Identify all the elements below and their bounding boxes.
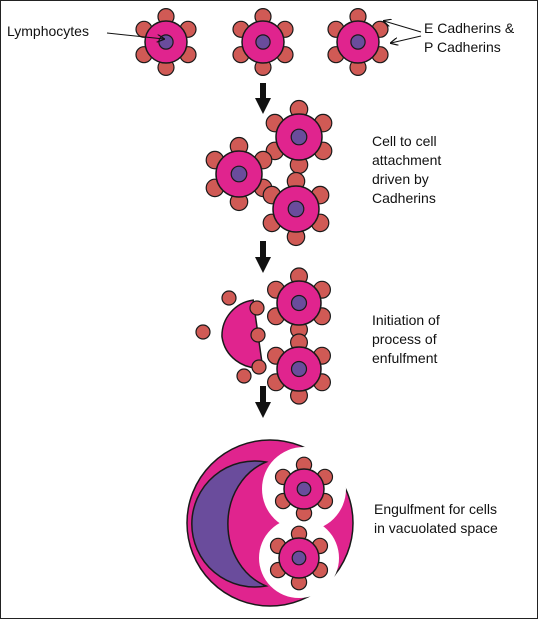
stage-4-engulfment bbox=[186, 439, 354, 607]
stage-2-attachment bbox=[205, 99, 333, 247]
cell-nucleus bbox=[290, 294, 308, 312]
label-step-attachment-line-1: Cell to cell bbox=[372, 133, 437, 149]
cell-nucleus bbox=[255, 34, 271, 50]
arrow-3 bbox=[255, 386, 271, 418]
engulfed-lymphocyte bbox=[274, 456, 334, 522]
cell-nucleus bbox=[158, 34, 174, 50]
label-step-engulfment-line-2: in vacuolated space bbox=[374, 520, 498, 536]
cell-nucleus bbox=[296, 481, 312, 497]
cell-nucleus bbox=[291, 550, 307, 566]
cell-nucleus bbox=[230, 165, 248, 183]
label-step-attachment-line-2: attachment bbox=[372, 152, 442, 168]
label-cadherins-line-1: E Cadherins & bbox=[424, 20, 515, 36]
cell-nucleus bbox=[350, 34, 366, 50]
pointer-lymphocytes bbox=[106, 32, 164, 39]
label-cadherins-line-2: P Cadherins bbox=[424, 39, 501, 55]
attached-lymphocyte bbox=[205, 136, 273, 212]
cadherin-receptor bbox=[249, 300, 265, 316]
arrow-2 bbox=[255, 241, 271, 273]
engulfed-lymphocyte bbox=[269, 525, 329, 591]
adjacent-lymphocyte bbox=[267, 333, 332, 405]
cell-nucleus bbox=[290, 360, 308, 378]
cadherin-receptor bbox=[221, 290, 237, 306]
stage-3-initiation bbox=[195, 267, 332, 405]
label-step-attachment-line-4: Cadherins bbox=[372, 190, 436, 206]
cadherin-receptor bbox=[251, 359, 267, 375]
adjacent-lymphocyte bbox=[267, 267, 332, 339]
attached-lymphocyte bbox=[265, 99, 333, 175]
cadherin-receptor bbox=[236, 368, 252, 384]
label-step-attachment: Cell to cell attachment driven by Cadher… bbox=[372, 132, 441, 208]
label-lymphocytes: Lymphocytes bbox=[7, 22, 89, 41]
label-step-initiation-line-3: enfulfment bbox=[372, 350, 438, 366]
cell-nucleus bbox=[287, 200, 305, 218]
label-step-attachment-line-3: driven by bbox=[372, 171, 429, 187]
lymphocyte-cell bbox=[327, 8, 389, 77]
label-step-engulfment-line-1: Engulfment for cells bbox=[374, 501, 497, 517]
stage-1-lymphocytes bbox=[135, 8, 389, 77]
lymphocyte-cell bbox=[135, 8, 197, 77]
arrow-1 bbox=[255, 83, 271, 114]
lymphocyte-cell bbox=[232, 8, 294, 77]
cadherin-receptor bbox=[250, 327, 266, 343]
label-step-initiation-line-1: Initiation of bbox=[372, 312, 440, 328]
label-lymphocytes-text: Lymphocytes bbox=[7, 23, 89, 39]
cell-nucleus bbox=[290, 128, 308, 146]
label-cadherins: E Cadherins & P Cadherins bbox=[424, 19, 514, 57]
attached-lymphocyte bbox=[262, 171, 330, 247]
cadherin-receptor bbox=[195, 324, 211, 340]
label-step-initiation: Initiation of process of enfulfment bbox=[372, 311, 440, 368]
label-step-initiation-line-2: process of bbox=[372, 331, 437, 347]
pointer-cadherins bbox=[384, 21, 422, 43]
label-step-engulfment: Engulfment for cells in vacuolated space bbox=[374, 500, 498, 538]
crescent-nucleus bbox=[191, 460, 269, 588]
engulfing-half-cell bbox=[221, 299, 264, 369]
